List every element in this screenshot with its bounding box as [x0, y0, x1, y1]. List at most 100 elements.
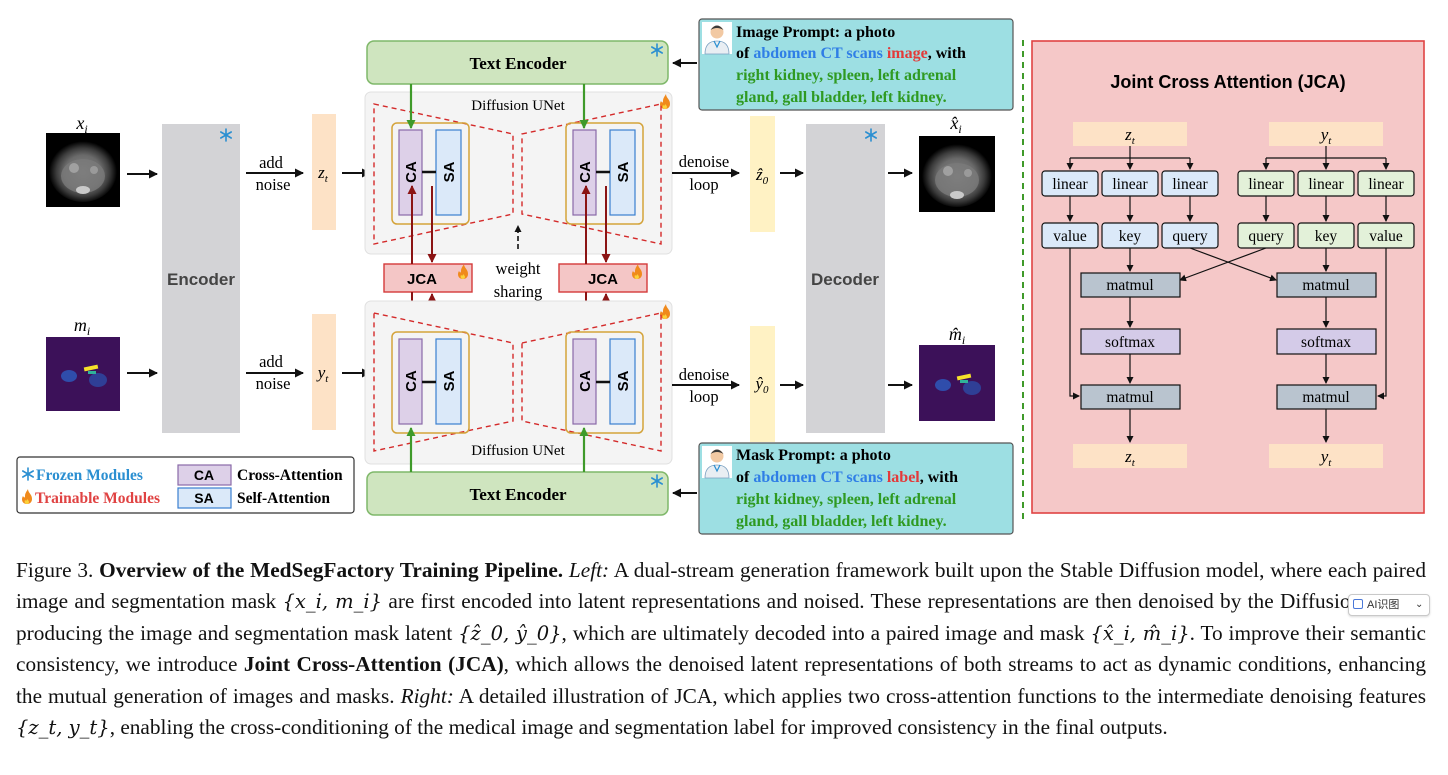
jca-matmul-2-right: [1276, 384, 1377, 410]
doctor-avatar-icon: [702, 446, 732, 479]
legend-ca-swatch: [177, 464, 232, 486]
jca-query-left: query: [1172, 228, 1208, 245]
jca-value-left: value: [1053, 228, 1087, 245]
add-noise-bottom-l1: add: [259, 352, 284, 371]
latent-z0-label: ẑ0: [755, 165, 769, 187]
legend-frozen: Frozen Modules: [36, 467, 143, 484]
legend-sa-box: SA: [194, 490, 213, 506]
caption-text: . To improve their semantic consistency,…: [16, 620, 1426, 677]
jca-matmul-label: matmul: [1106, 277, 1153, 294]
output-mask-label: m̂i: [949, 324, 965, 347]
ca-label: CA: [403, 370, 420, 392]
jca-output-zt: [1073, 444, 1187, 468]
text-encoder-bottom-label: Text Encoder: [469, 485, 567, 504]
sa-block: [609, 129, 636, 216]
jca-value-right: value: [1369, 228, 1403, 245]
sa-label: SA: [615, 161, 632, 182]
add-noise-bottom-l2: noise: [256, 374, 291, 393]
mask-prompt-box: [698, 442, 1014, 535]
weight-sharing-l1: weight: [496, 259, 541, 278]
jca-matmul-label: matmul: [1106, 389, 1153, 406]
unet-decoder-shape: [521, 312, 662, 452]
jca-linear-label: linear: [1052, 176, 1088, 193]
caption-left-label: Left:: [568, 558, 610, 582]
legend-ca-desc: Cross-Attention: [237, 467, 343, 484]
output-ct-image: [919, 136, 995, 212]
caption-right-label: Right:: [400, 683, 454, 708]
jca-block-left-label: JCA: [407, 271, 437, 288]
jca-output-zt-label: zt: [1124, 447, 1136, 469]
input-mask-image: [46, 337, 120, 411]
jca-linear-label: linear: [1112, 176, 1148, 193]
caption-text: A dual-stream generation framework built…: [16, 558, 1426, 614]
latent-yt-block: [312, 314, 336, 430]
jca-input-yt: [1269, 122, 1383, 146]
text-encoder-top-label: Text Encoder: [469, 54, 567, 73]
caption-text: , which allows the denoised latent repre…: [16, 652, 1426, 708]
decoder-label: Decoder: [811, 270, 879, 289]
weight-sharing-l2: sharing: [494, 282, 543, 301]
input-mask-label: mi: [74, 315, 90, 338]
jca-output-yt-label: yt: [1319, 447, 1333, 469]
sa-label: SA: [615, 370, 632, 391]
sa-label: SA: [441, 161, 458, 182]
jca-block-right: [558, 263, 648, 293]
add-noise-top-l1: add: [259, 153, 284, 172]
caption-text: A detailed illustration of JCA, which ap…: [453, 683, 1426, 708]
ca-label: CA: [577, 370, 594, 392]
jca-input-yt-label: yt: [1319, 125, 1333, 147]
legend-trainable: Trainable Modules: [35, 490, 160, 507]
jca-query-right: query: [1248, 228, 1284, 245]
jca-softmax-label: softmax: [1301, 334, 1351, 351]
jca-linear-row: [1041, 170, 1415, 197]
output-mask-image: [919, 345, 995, 421]
jca-key-left: key: [1119, 228, 1142, 245]
ai-chip-label: AI识图: [1367, 599, 1400, 611]
mask-prompt-prefix: Mask Prompt: a photo: [736, 447, 891, 464]
diffusion-unet-top-label: Diffusion UNet: [471, 98, 565, 114]
attn-block: [565, 122, 644, 225]
scan-icon: [1353, 599, 1363, 609]
sa-block: [435, 129, 462, 216]
latent-y0-label: ŷ0: [753, 374, 769, 396]
latent-zt-label: zt: [317, 163, 329, 185]
jca-matmul-1-left: [1080, 272, 1181, 298]
mask-prompt-line2: of abdomen CT scans label, with: [736, 469, 958, 486]
legend-ca-box: CA: [194, 467, 214, 483]
jca-output-yt: [1269, 444, 1383, 468]
jca-input-zt: [1073, 122, 1187, 146]
input-image-label: xi: [75, 113, 87, 136]
attn-block: [391, 331, 470, 434]
jca-qkv-row: [1041, 222, 1415, 249]
figure-caption: Figure 3. Overview of the MedSegFactory …: [16, 555, 1426, 743]
image-prompt-organs-l1: right kidney, spleen, left adrenal: [736, 67, 957, 84]
image-prompt-line2: of abdomen CT scans image, with: [736, 45, 966, 62]
latent-zt-block: [312, 114, 336, 230]
sa-block: [435, 338, 462, 425]
legend-sa-swatch: [177, 487, 232, 509]
caption-jca-bold: Joint Cross-Attention (JCA): [243, 652, 504, 677]
decoder-block: [806, 124, 885, 433]
sa-block: [609, 338, 636, 425]
diffusion-unet-bottom-label: Diffusion UNet: [471, 443, 565, 459]
ca-label: CA: [577, 161, 594, 183]
denoise-bottom-l1: denoise: [679, 365, 729, 384]
text-encoder-bottom: [366, 471, 669, 516]
image-prompt-organs-l2: gland, gall bladder, left kidney.: [736, 89, 947, 106]
ai-image-recognition-button[interactable]: AI识图 ⌄: [1348, 594, 1430, 616]
jca-matmul-1-right: [1276, 272, 1377, 298]
latent-yt-label: yt: [316, 363, 330, 385]
pipeline-figure: xi mi Encoder add noise add noise zt yt …: [16, 18, 1425, 535]
caption-text: , enabling the cross-conditioning of the…: [109, 715, 1168, 740]
denoise-bottom-l2: loop: [689, 387, 718, 406]
jca-linear-label: linear: [1308, 176, 1344, 193]
chevron-down-icon: ⌄: [1415, 599, 1424, 610]
caption-text: are first encoded into latent representa…: [16, 589, 1427, 645]
latent-y0-block: [750, 326, 775, 442]
input-ct-image: [46, 133, 120, 207]
denoise-top-l1: denoise: [679, 152, 729, 171]
caption-title: Overview of the MedSegFactory Training P…: [99, 558, 564, 582]
jca-softmax-left: [1080, 328, 1181, 355]
jca-softmax-label: softmax: [1105, 334, 1155, 351]
jca-linear-label: linear: [1172, 176, 1208, 193]
